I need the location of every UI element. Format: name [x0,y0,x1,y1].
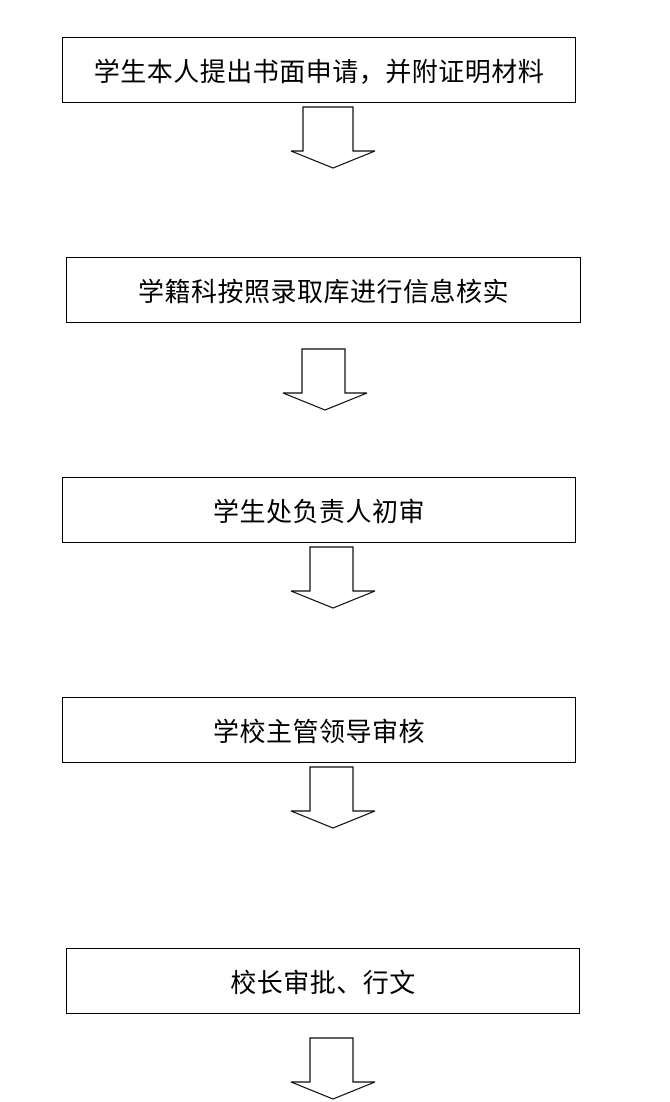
step-label-3: 学生处负责人初审 [212,497,425,528]
down-arrow-icon [282,348,368,411]
step-label-4: 学校主管领导审核 [212,717,425,748]
step-label-1: 学生本人提出书面申请，并附证明材料 [93,57,545,88]
down-arrow-icon [290,766,376,829]
down-arrow-icon [290,1037,376,1100]
step-label-5: 校长审批、行文 [230,968,416,999]
step-label-2: 学籍科按照录取库进行信息核实 [137,277,509,308]
step-box-5: 校长审批、行文 [66,948,580,1014]
step-box-3: 学生处负责人初审 [62,477,576,543]
step-box-4: 学校主管领导审核 [62,697,576,763]
step-box-1: 学生本人提出书面申请，并附证明材料 [62,37,576,103]
down-arrow-icon [290,106,376,169]
down-arrow-icon [290,546,376,609]
step-box-2: 学籍科按照录取库进行信息核实 [66,257,581,323]
